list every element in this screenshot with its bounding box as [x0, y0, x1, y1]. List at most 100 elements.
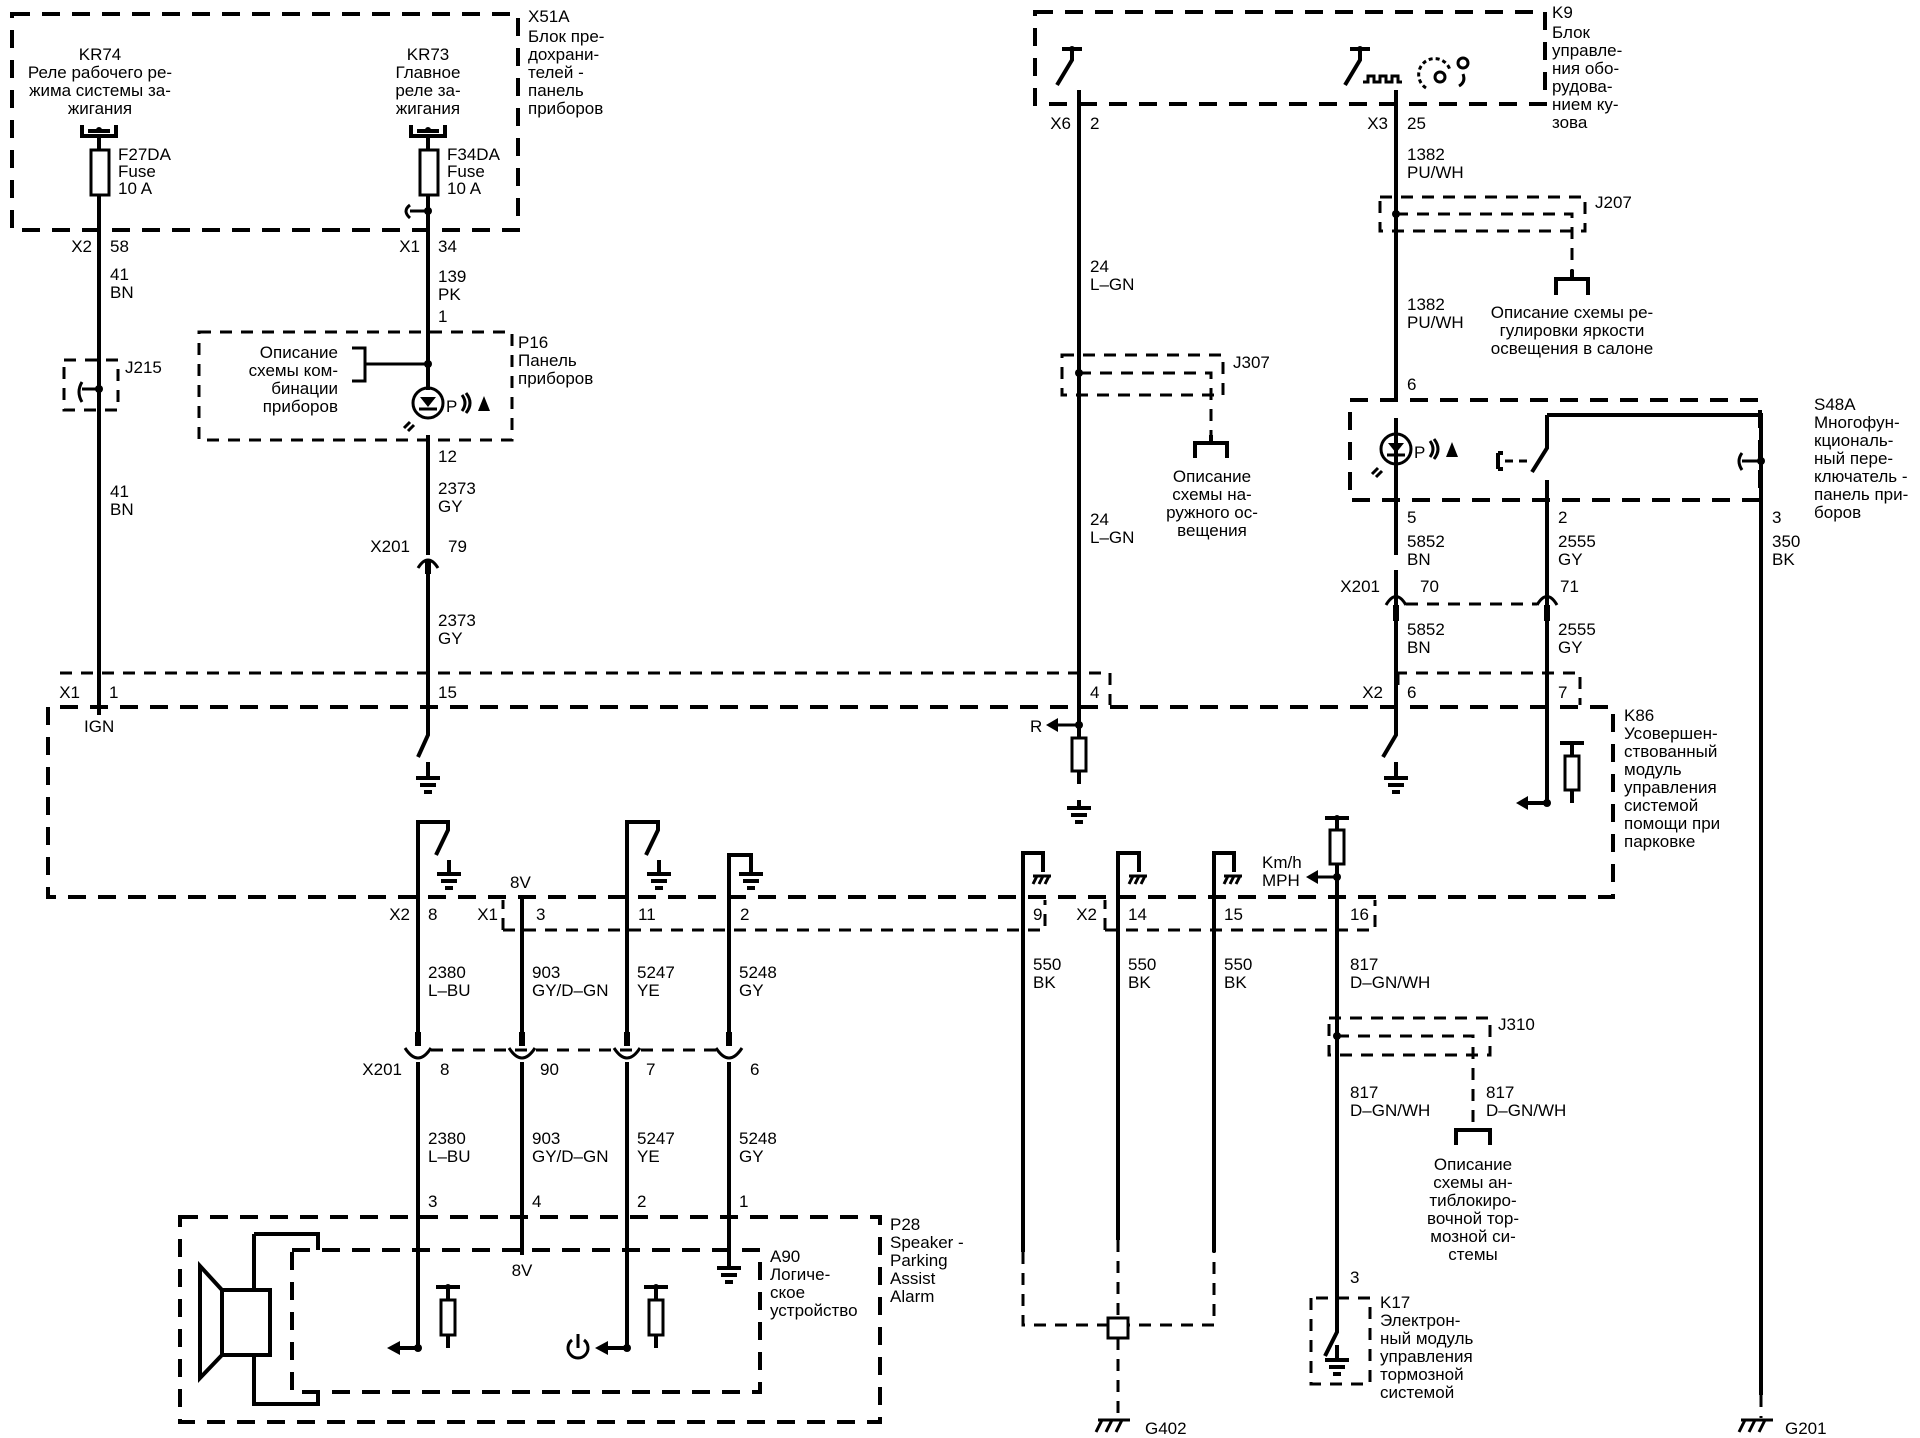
- kr73-desc: жигания: [396, 99, 460, 118]
- pin-label: 14: [1128, 905, 1147, 924]
- wire-circuit: 350: [1772, 532, 1800, 551]
- x51a-desc: телей -: [528, 63, 584, 82]
- wire-color: BN: [1407, 550, 1431, 569]
- pin-label: 1: [438, 307, 447, 326]
- pin-label: 1: [739, 1192, 748, 1211]
- s48a-desc: ключатель -: [1814, 467, 1908, 486]
- pin-label: 3: [1772, 508, 1781, 527]
- p16-ref: бинации: [271, 379, 338, 398]
- a90-desc: ское: [770, 1283, 805, 1302]
- s48a-desc: Многофун-: [1814, 413, 1900, 432]
- kr74-relay: KR74 Реле рабочего ре- жима системы за- …: [28, 45, 172, 198]
- connector-label: X1: [477, 905, 498, 924]
- wire-color: D–GN/WH: [1486, 1101, 1566, 1120]
- ground-icon: [647, 860, 671, 890]
- x51a-desc: приборов: [528, 99, 603, 118]
- p28-desc: Alarm: [890, 1287, 934, 1306]
- pin-label: 90: [540, 1060, 559, 1079]
- k9-desc: управле-: [1552, 41, 1622, 60]
- j307-ref: схемы на-: [1172, 485, 1251, 504]
- pin-label: 2: [1558, 508, 1567, 527]
- x51a-desc: дохрани-: [528, 45, 599, 64]
- signal-label: 8V: [510, 873, 531, 892]
- s48a-desc: панель при-: [1814, 485, 1908, 504]
- pin-label: 15: [1224, 905, 1243, 924]
- j310-ref: стемы: [1448, 1245, 1497, 1264]
- wire-circuit: 1382: [1407, 145, 1445, 164]
- wire-color: BK: [1128, 973, 1151, 992]
- x51a-fuse-block: X51A Блок пре- дохрани- телей - панель п…: [10, 7, 604, 232]
- wire-circuit: 5852: [1407, 532, 1445, 551]
- pin-label: 7: [1558, 683, 1567, 702]
- connector-label: X2: [389, 905, 410, 924]
- connector-label: X201: [370, 537, 410, 556]
- wire-color: BK: [1772, 550, 1795, 569]
- wire-1382: X3 25 1382 PU/WH J207 Описание схемы ре-…: [1367, 90, 1653, 715]
- k86-desc: системой: [1624, 796, 1698, 815]
- s48a-id: S48A: [1814, 395, 1856, 414]
- k17-desc: управления: [1380, 1347, 1473, 1366]
- wire-circuit: 903: [532, 1129, 560, 1148]
- wire-color: BN: [110, 500, 134, 519]
- k86-desc: ствованный: [1624, 742, 1717, 761]
- ground-g201: G201: [1737, 1395, 1827, 1438]
- wire-color: BK: [1224, 973, 1247, 992]
- wire-color: L–BU: [428, 1147, 471, 1166]
- a90-desc: устройство: [770, 1301, 858, 1320]
- chassis-ground-icon: [1222, 874, 1242, 885]
- pin-label: 58: [110, 237, 129, 256]
- pwm-signal-icon: [1363, 74, 1402, 84]
- f27da-label: 10 A: [118, 179, 153, 198]
- j307-ref: ружного ос-: [1166, 503, 1258, 522]
- connector-label: X3: [1367, 114, 1388, 133]
- wire-circuit: 41: [110, 482, 129, 501]
- k9-id: K9: [1552, 3, 1573, 22]
- wire-color: GY/D–GN: [532, 1147, 609, 1166]
- svg-text:P: P: [446, 397, 457, 416]
- wire-circuit: 550: [1224, 955, 1252, 974]
- k9-desc: нием ку-: [1552, 95, 1619, 114]
- pin-label: 6: [750, 1060, 759, 1079]
- k86-desc: помощи при: [1624, 814, 1720, 833]
- pin-label: 25: [1407, 114, 1426, 133]
- pin-label: 79: [448, 537, 467, 556]
- park-indicator-led-icon: P: [1370, 432, 1458, 479]
- pin-label: 4: [532, 1192, 541, 1211]
- wire-color: L–GN: [1090, 275, 1134, 294]
- wire-color: GY: [739, 1147, 764, 1166]
- wire-color: PK: [438, 285, 461, 304]
- kr73-desc: Главное: [396, 63, 461, 82]
- k86-desc: управления: [1624, 778, 1717, 797]
- wire-circuit: 817: [1486, 1083, 1514, 1102]
- wire-circuit: 24: [1090, 257, 1109, 276]
- j215-label: J215: [125, 358, 162, 377]
- connector-label: X2: [71, 237, 92, 256]
- connector-label: X1: [399, 237, 420, 256]
- k9-desc: рудова-: [1552, 77, 1613, 96]
- pin-label: 2: [637, 1192, 646, 1211]
- wire-circuit: 2380: [428, 963, 466, 982]
- kr74-desc: жигания: [68, 99, 132, 118]
- wire-circuit: 24: [1090, 510, 1109, 529]
- j310-ref: Описание: [1434, 1155, 1512, 1174]
- wire-circuit: 2555: [1558, 532, 1596, 551]
- j310-ref: схемы ан-: [1433, 1173, 1512, 1192]
- g201-label: G201: [1785, 1419, 1827, 1438]
- p16-desc: приборов: [518, 369, 593, 388]
- k9-desc: зова: [1552, 113, 1588, 132]
- wire-41: X2 58 41 BN J215 41 BN: [62, 136, 162, 715]
- signal-label: MPH: [1262, 871, 1300, 890]
- f34da-label: F34DA: [447, 145, 501, 164]
- wire-circuit: 2380: [428, 1129, 466, 1148]
- pin-label: 9: [1033, 905, 1042, 924]
- pin-label: 6: [1407, 375, 1416, 394]
- kr73-relay: KR73 Главное реле за- жигания F34DA Fuse…: [395, 45, 501, 220]
- a90-desc: Логиче-: [770, 1265, 830, 1284]
- wire-color: BK: [1033, 973, 1056, 992]
- fuse-f34da-icon: [418, 148, 440, 197]
- connector-label: X201: [362, 1060, 402, 1079]
- wire-color: D–GN/WH: [1350, 973, 1430, 992]
- wire-circuit: 550: [1033, 955, 1061, 974]
- chassis-ground-icon: [1031, 874, 1051, 885]
